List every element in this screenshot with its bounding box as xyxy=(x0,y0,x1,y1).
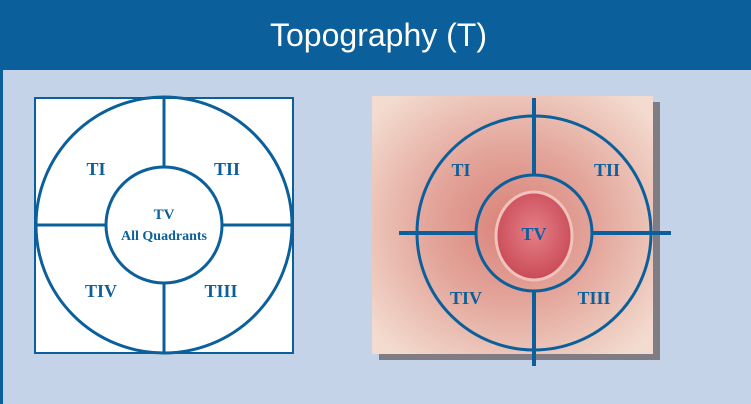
label-ti-photo: TI xyxy=(451,160,470,180)
label-ti: TI xyxy=(86,159,105,179)
label-tiii-photo: TIII xyxy=(577,288,610,308)
label-tv: TV xyxy=(154,207,175,223)
label-tiv-photo: TIV xyxy=(450,288,482,308)
label-tiii: TIII xyxy=(204,281,237,301)
label-tii: TII xyxy=(214,159,240,179)
diagram-canvas: TI TII TIV TIII TV All Quadrants TI TII … xyxy=(3,0,751,404)
label-tiv: TIV xyxy=(85,281,117,301)
wound-photo-overlay: TI TII TV TIV TIII xyxy=(372,96,671,366)
label-tv-photo: TV xyxy=(521,224,546,244)
label-tii-photo: TII xyxy=(594,160,620,180)
inner-ring xyxy=(106,167,222,283)
label-all-quadrants: All Quadrants xyxy=(121,229,208,244)
quadrant-schematic: TI TII TIV TIII TV All Quadrants xyxy=(35,97,293,353)
